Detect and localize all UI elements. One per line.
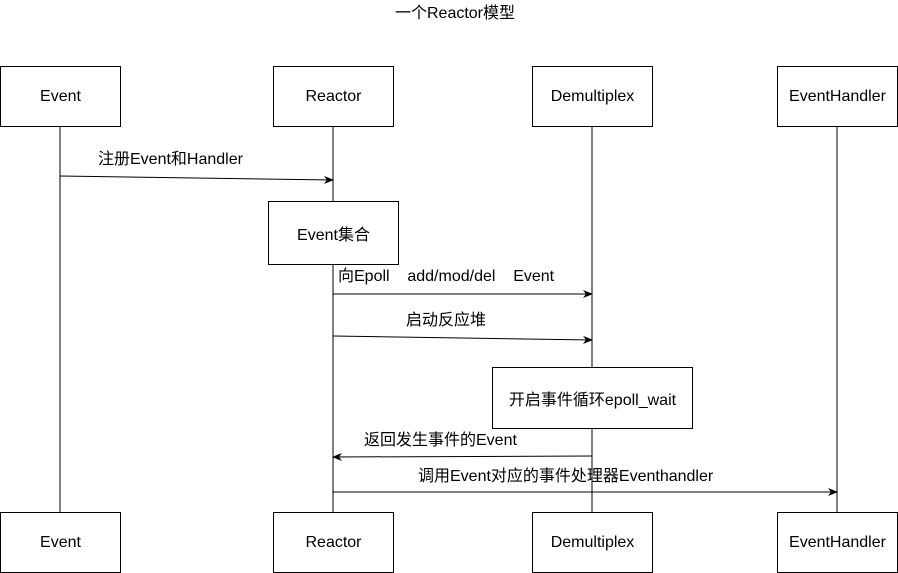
register-arrow	[59, 175, 334, 184]
participant-event-bottom: Event	[0, 512, 121, 573]
participant-demultiplex-bottom: Demultiplex	[532, 512, 653, 573]
participant-reactor-top: Reactor	[273, 66, 394, 127]
participant-reactor-bottom: Reactor	[273, 512, 394, 573]
participant-eventhandler-bottom: EventHandler	[777, 512, 898, 573]
message-return-events: 返回发生事件的Event	[364, 432, 517, 449]
message-call-handler: 调用Event对应的事件处理器Eventhandler	[418, 468, 714, 485]
activation-event-set: Event集合	[268, 201, 399, 265]
message-register: 注册Event和Handler	[98, 151, 243, 168]
participant-eventhandler-top: EventHandler	[777, 66, 898, 127]
return-events-arrow	[332, 452, 593, 461]
message-epoll-ops: 向Epoll add/mod/del Event	[338, 268, 555, 285]
message-start-reactor: 启动反应堆	[406, 312, 487, 329]
diagram-title: 一个Reactor模型	[394, 5, 516, 22]
activation-event-loop: 开启事件循环epoll_wait	[492, 367, 693, 429]
start-reactor-arrow	[332, 335, 593, 344]
participant-event-top: Event	[0, 66, 121, 127]
participant-demultiplex-top: Demultiplex	[532, 66, 653, 127]
